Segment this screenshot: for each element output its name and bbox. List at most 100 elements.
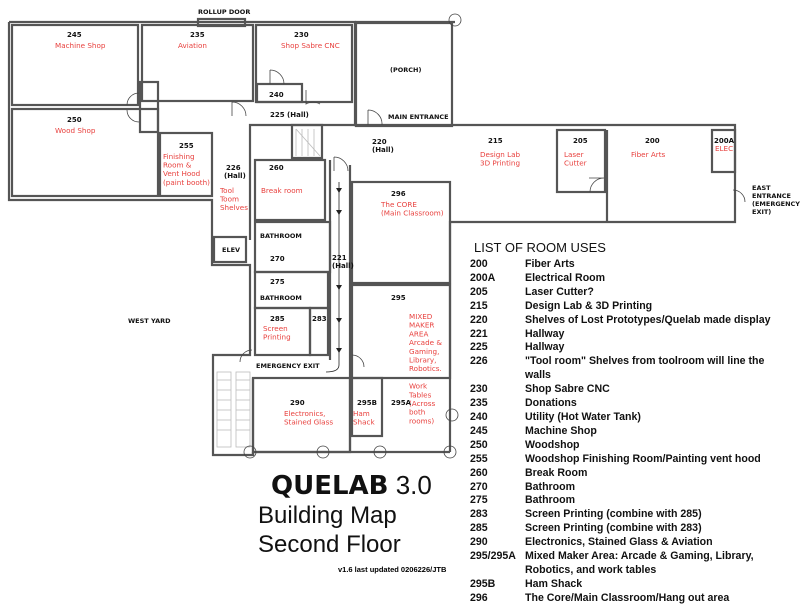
porch (354, 21, 454, 128)
legend-room-use: Utility (Hot Water Tank) (525, 410, 641, 423)
legend-room-use: Fiber Arts (525, 258, 575, 270)
room-283 (308, 306, 330, 357)
legend-room-use: Screen Printing (combine with 283) (525, 522, 702, 535)
legend-room-use: Woodshop (525, 438, 580, 451)
legend-room-number: 290 (470, 536, 488, 549)
legend-room-use: Electrical Room (525, 271, 606, 284)
legend-row: 270 Bathroom (470, 481, 785, 495)
legend-room-number (470, 564, 525, 578)
legend-room-use: Electronics, Stained Glass & Aviation (525, 536, 713, 549)
room-number: 221(Hall) (332, 254, 354, 270)
room-name: Aviation (178, 41, 207, 50)
legend-room-number: 205 (470, 285, 488, 298)
room-name: Wood Shop (55, 126, 96, 135)
bathroom-270 (253, 220, 332, 274)
legend-room-number: 230 (470, 383, 488, 396)
room-number: 275 (270, 278, 285, 286)
room-number: 270 (270, 255, 285, 263)
map-title: QUELAB 3.0 Building Map Second Floor (258, 470, 432, 559)
legend-room-use: Hallway (525, 341, 565, 354)
room-number: 215 (488, 137, 503, 145)
walls (7, 17, 737, 457)
bathroom-275 (253, 270, 330, 310)
legend-row: Robotics, and work tables (470, 564, 785, 578)
room-205 (555, 128, 607, 194)
room-number: 225 (Hall) (270, 111, 309, 119)
room-number: 240 (269, 91, 284, 99)
legend-room-number: 245 (470, 424, 488, 437)
room-number: 226(Hall) (224, 164, 246, 180)
room-name: ELEC (715, 144, 733, 153)
room-number: 230 (294, 31, 309, 39)
room-240 (255, 82, 304, 104)
legend-room-number: 235 (470, 397, 488, 410)
legend-room-use: Screen Printing (combine with 285) (525, 508, 702, 521)
room-name: Fiber Arts (631, 150, 666, 159)
room-296 (350, 180, 452, 285)
legend-row: 295/295A Mixed Maker Area: Arcade & Gamin… (470, 550, 785, 564)
main-entrance-label: MAIN ENTRANCE (388, 113, 449, 121)
legend-room-number: 250 (470, 438, 488, 451)
room-number: 260 (269, 164, 284, 172)
legend-room-number: 283 (470, 508, 488, 521)
stairs-upper (290, 123, 324, 160)
legend-room-use: Hallway (525, 327, 565, 340)
legend-title: LIST OF ROOM USES (474, 240, 606, 255)
room-245 (10, 23, 140, 107)
legend-row: 295B Ham Shack (470, 578, 785, 592)
room-number: 235 (190, 31, 205, 39)
legend-room-number: 295B (470, 577, 496, 590)
legend-room-use: Robotics, and work tables (525, 563, 657, 576)
stairs-lower (216, 371, 251, 448)
legend-row: 250 Woodshop (470, 439, 785, 453)
legend-room-use: Bathroom (525, 480, 576, 493)
bathroom-label: BATHROOM (260, 294, 302, 302)
room-295b (350, 376, 384, 438)
room-number: 200 (645, 137, 660, 145)
legend-room-number: 295/295A (470, 550, 516, 563)
rollup-door (196, 17, 247, 28)
room-number: 295B (357, 399, 377, 407)
room-number: 255 (179, 142, 194, 150)
room-number: 283 (312, 315, 327, 323)
rollup-door-label: ROLLUP DOOR (198, 8, 250, 16)
legend-room-number: 226 (470, 355, 488, 368)
wall-notch (138, 80, 160, 134)
legend-room-number: 255 (470, 452, 488, 465)
room-number: 296 (391, 190, 406, 198)
emergency-exit-label: EMERGENCY EXIT (256, 362, 320, 370)
brand-name: QUELAB (271, 471, 389, 501)
room-number: 220(Hall) (372, 138, 394, 154)
room-number: 285 (270, 315, 285, 323)
legend-room-number: 275 (470, 494, 488, 507)
legend-room-use: Shelves of Lost Prototypes/Quelab made d… (525, 313, 771, 326)
bathroom-label: BATHROOM (260, 232, 302, 240)
elev-label: ELEV (222, 246, 240, 254)
room-200a (710, 128, 737, 174)
legend-room-use: Design Lab & 3D Printing (525, 299, 653, 312)
legend-row: 290 Electronics, Stained Glass & Aviation (470, 536, 785, 550)
legend-room-use: Mixed Maker Area: Arcade & Gaming, Libra… (525, 550, 754, 563)
legend-room-number: 270 (470, 480, 488, 493)
room-number: 200A (714, 137, 735, 145)
legend-room-use: Ham Shack (525, 577, 583, 590)
legend-room-number: 225 (470, 341, 488, 354)
room-number: 290 (290, 399, 305, 407)
room-230 (254, 23, 354, 104)
room-name: Electronics,Stained Glass (284, 409, 333, 427)
room-number: 205 (573, 137, 588, 145)
